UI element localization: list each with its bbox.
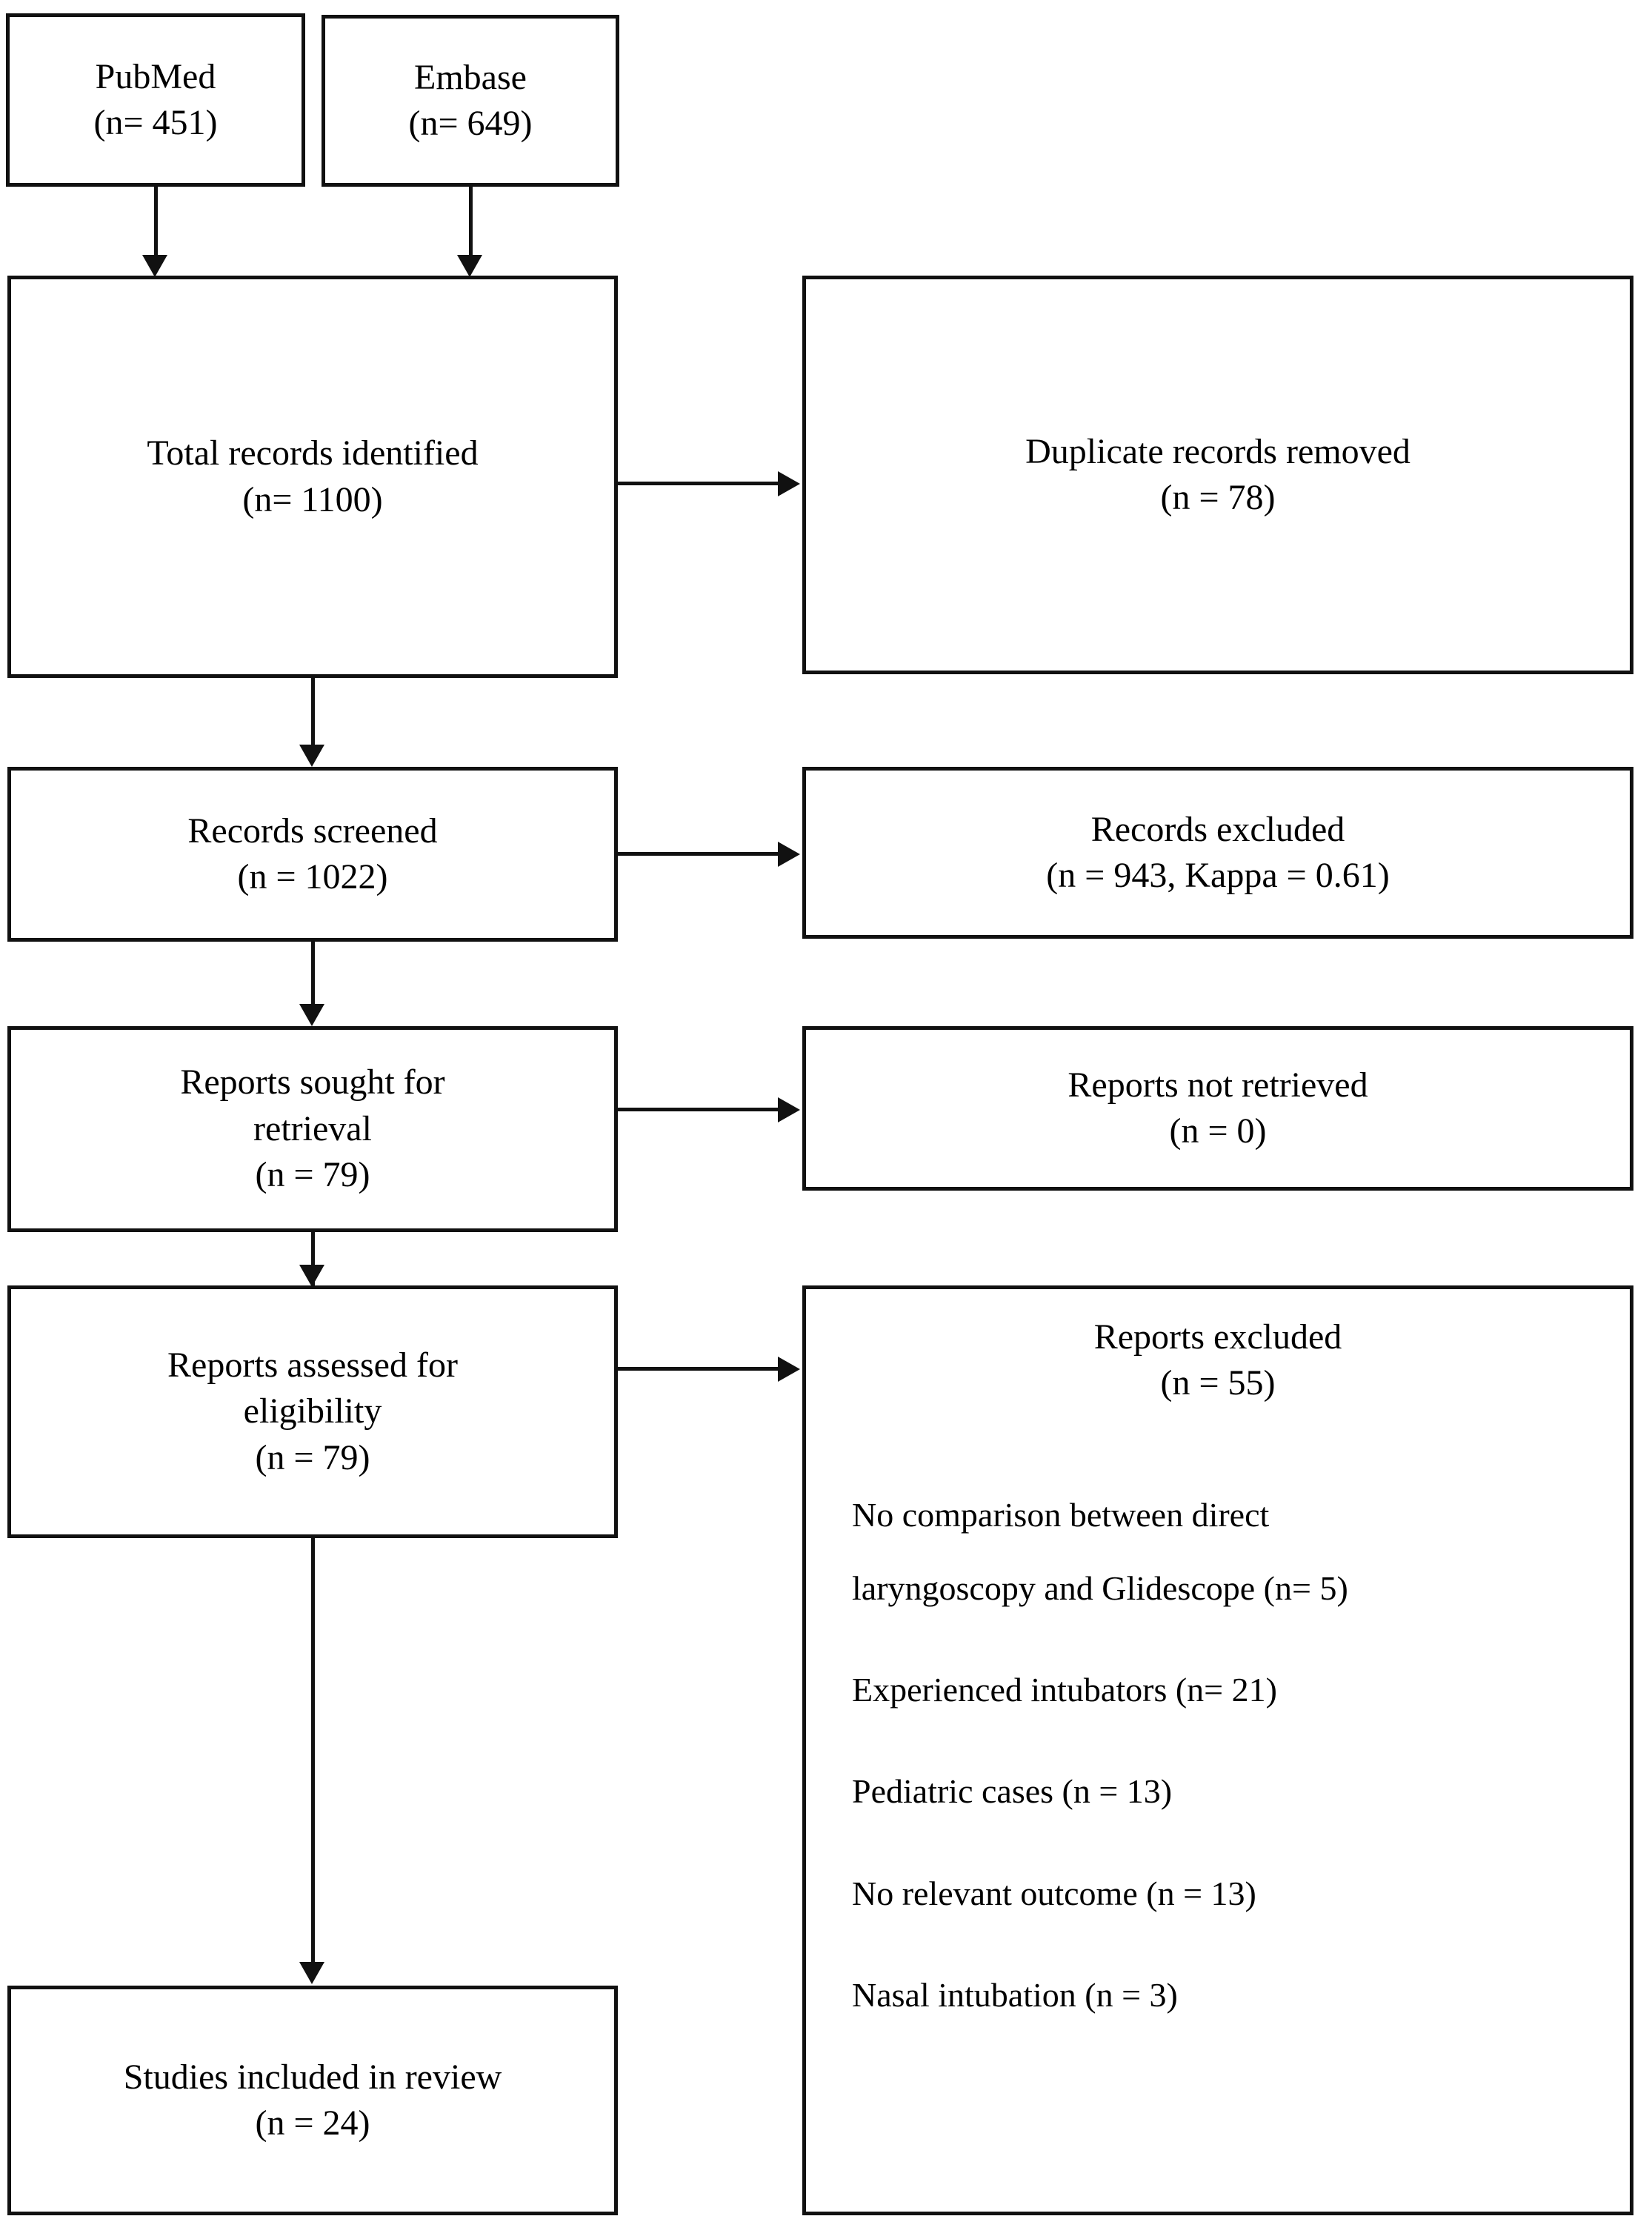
exclusion-reason-4: No relevant outcome (n = 13) — [852, 1874, 1256, 1912]
box-studies-included-in-review: Studies included in review (n = 24) — [7, 1986, 618, 2215]
exclusion-reason-1-line1: No comparison between direct — [852, 1495, 1270, 1534]
reports-sought-count: (n = 79) — [255, 1155, 370, 1195]
reports-excluded-count: (n = 55) — [1160, 1363, 1276, 1403]
arrowhead-down-icon — [299, 745, 324, 767]
studies-included-count: (n = 24) — [255, 2103, 370, 2143]
arrowhead-down-icon — [299, 1962, 324, 1984]
exclusion-reason-1-line2: laryngoscopy and Glidescope (n= 5) — [852, 1568, 1348, 1607]
box-reports-not-retrieved: Reports not retrieved (n = 0) — [802, 1026, 1633, 1191]
box-reports-assessed-for-eligibility: Reports assessed for eligibility (n = 79… — [7, 1285, 618, 1538]
pubmed-count: (n= 451) — [93, 103, 218, 142]
duplicates-count: (n = 78) — [1160, 478, 1276, 517]
reports-sought-label-line2: retrieval — [253, 1108, 372, 1148]
list-item: No relevant outcome (n = 13) — [852, 1873, 1630, 1914]
connector-embase-to-total — [469, 187, 473, 256]
duplicates-label: Duplicate records removed — [1025, 431, 1410, 471]
total-records-label: Total records identified — [147, 433, 479, 473]
reports-not-retrieved-label: Reports not retrieved — [1068, 1065, 1368, 1105]
source-box-embase: Embase (n= 649) — [322, 15, 619, 187]
connector-screened-to-excluded — [618, 852, 779, 856]
connector-pubmed-to-total — [154, 187, 158, 256]
arrowhead-down-icon — [142, 255, 167, 277]
connector-total-to-duplicates — [618, 482, 779, 485]
reports-assessed-label-line2: eligibility — [243, 1391, 382, 1431]
records-screened-count: (n = 1022) — [237, 857, 388, 896]
exclusion-reason-2: Experienced intubators (n= 21) — [852, 1671, 1277, 1709]
reports-excluded-label: Reports excluded — [1093, 1317, 1342, 1357]
arrowhead-down-icon — [299, 1265, 324, 1287]
connector-screened-to-sought — [311, 942, 315, 1005]
arrowhead-down-icon — [299, 1004, 324, 1026]
source-box-pubmed: PubMed (n= 451) — [6, 13, 305, 187]
list-item: Nasal intubation (n = 3) — [852, 1974, 1630, 2015]
arrowhead-right-icon — [778, 842, 800, 867]
records-excluded-label: Records excluded — [1090, 809, 1345, 849]
list-item: Experienced intubators (n= 21) — [852, 1669, 1630, 1710]
pubmed-label: PubMed — [95, 56, 216, 96]
total-records-count: (n= 1100) — [242, 479, 383, 519]
connector-total-to-screened — [311, 678, 315, 746]
reports-excluded-header: Reports excluded (n = 55) — [806, 1314, 1630, 1407]
box-duplicate-records-removed: Duplicate records removed (n = 78) — [802, 276, 1633, 674]
arrowhead-down-icon — [457, 255, 482, 277]
reports-assessed-label-line1: Reports assessed for — [167, 1345, 458, 1385]
connector-assessed-to-included — [311, 1538, 315, 1971]
embase-count: (n= 649) — [408, 104, 533, 143]
box-records-excluded: Records excluded (n = 943, Kappa = 0.61) — [802, 767, 1633, 939]
box-total-records-identified: Total records identified (n= 1100) — [7, 276, 618, 678]
records-excluded-count: (n = 943, Kappa = 0.61) — [1046, 856, 1390, 895]
box-reports-sought-for-retrieval: Reports sought for retrieval (n = 79) — [7, 1026, 618, 1232]
arrowhead-right-icon — [778, 471, 800, 496]
exclusion-reason-5: Nasal intubation (n = 3) — [852, 1975, 1178, 2014]
arrowhead-right-icon — [778, 1097, 800, 1122]
reports-not-retrieved-count: (n = 0) — [1169, 1111, 1267, 1151]
list-item: Pediatric cases (n = 13) — [852, 1771, 1630, 1812]
embase-label: Embase — [414, 57, 527, 97]
box-records-screened: Records screened (n = 1022) — [7, 767, 618, 942]
box-reports-excluded-detail: Reports excluded (n = 55) No comparison … — [802, 1285, 1633, 2215]
reports-assessed-count: (n = 79) — [255, 1437, 370, 1477]
arrowhead-right-icon — [778, 1357, 800, 1382]
connector-sought-to-not-retrieved — [618, 1108, 779, 1111]
records-screened-label: Records screened — [187, 811, 438, 851]
studies-included-label: Studies included in review — [123, 2057, 502, 2097]
connector-assessed-to-excluded — [618, 1367, 779, 1371]
connector-sought-to-assessed — [311, 1232, 315, 1287]
exclusion-reasons-list: No comparison between direct laryngoscop… — [806, 1494, 1630, 2015]
reports-sought-label-line1: Reports sought for — [180, 1062, 445, 1102]
list-item: laryngoscopy and Glidescope (n= 5) — [852, 1568, 1630, 1608]
exclusion-reason-3: Pediatric cases (n = 13) — [852, 1772, 1173, 1811]
list-item: No comparison between direct — [852, 1494, 1630, 1535]
